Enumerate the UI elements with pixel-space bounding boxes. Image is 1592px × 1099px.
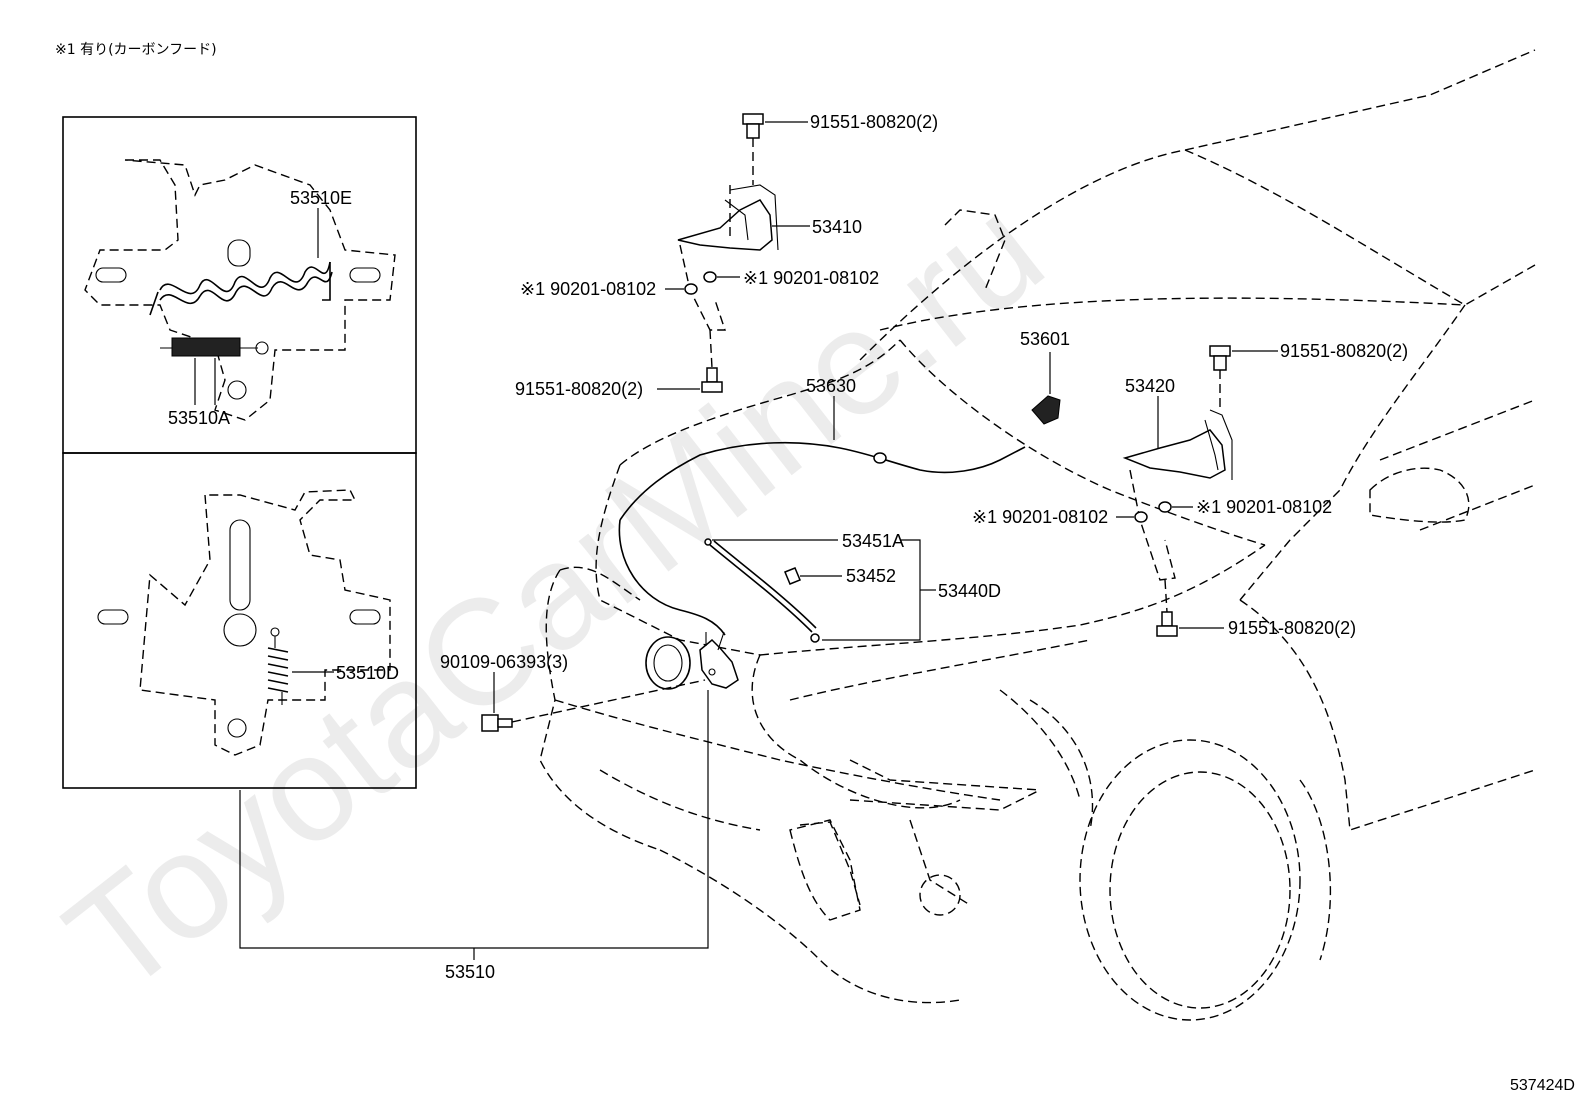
label-53630: 53630 xyxy=(806,376,856,396)
label-53410: 53410 xyxy=(812,217,862,237)
label-53420: 53420 xyxy=(1125,376,1175,396)
label-53510: 53510 xyxy=(445,962,495,982)
label-washer-left-a: ※1 90201-08102 xyxy=(520,279,656,299)
label-bolt-hinge-bottom-left: 91551-80820(2) xyxy=(515,379,643,399)
washer-left-a xyxy=(684,283,698,295)
washer-left-b xyxy=(703,271,717,283)
inset-box-upper xyxy=(62,116,417,454)
bolt-hinge-top-left xyxy=(742,113,764,185)
label-53510a: 53510A xyxy=(168,408,230,428)
bolt-hinge-bottom-left xyxy=(701,329,723,393)
leader-53510a xyxy=(194,358,216,405)
diagram-code: 537424D xyxy=(1510,1077,1575,1094)
hinge-53410 xyxy=(677,184,779,331)
part-53601-handle xyxy=(1031,352,1061,425)
washer-right-a xyxy=(1134,511,1148,523)
label-53451a: 53451A xyxy=(842,531,904,551)
leader-53440d-bracket xyxy=(822,539,921,641)
label-bolt-lock-90109: 90109-06393(3) xyxy=(440,652,568,672)
bolt-hinge-bottom-right xyxy=(1156,579,1178,637)
vehicle-outline xyxy=(539,49,1536,1021)
label-bolt-hinge-top-left: 91551-80820(2) xyxy=(810,112,938,132)
label-bolt-hinge-bottom-right: 91551-80820(2) xyxy=(1228,618,1356,638)
hinge-53420 xyxy=(1122,396,1233,581)
label-53440d: 53440D xyxy=(938,581,1001,601)
washer-right-b xyxy=(1158,501,1172,513)
hood-lock-upper-drawing xyxy=(84,159,396,421)
inset-box-lower xyxy=(62,452,417,789)
label-53452: 53452 xyxy=(846,566,896,586)
bolt-hinge-top-right xyxy=(1209,345,1231,412)
note-carbon-hood: ※1 有り(カーボンフード) xyxy=(55,42,217,58)
label-washer-right-a: ※1 90201-08102 xyxy=(972,507,1108,527)
hood-lock-lower-drawing xyxy=(97,489,391,756)
label-53601: 53601 xyxy=(1020,329,1070,349)
hood-lock-53510 xyxy=(699,631,739,689)
label-washer-right-b: ※1 90201-08102 xyxy=(1196,497,1332,517)
clip-53452 xyxy=(784,567,801,585)
bolt-lock-90109 xyxy=(481,672,706,732)
label-washer-left-b: ※1 90201-08102 xyxy=(743,268,879,288)
support-rod-53451a xyxy=(704,538,820,643)
label-53510d: 53510D xyxy=(336,663,399,683)
label-bolt-hinge-top-right: 91551-80820(2) xyxy=(1280,341,1408,361)
release-cable-53630 xyxy=(618,396,1026,636)
label-53510e: 53510E xyxy=(290,188,352,208)
